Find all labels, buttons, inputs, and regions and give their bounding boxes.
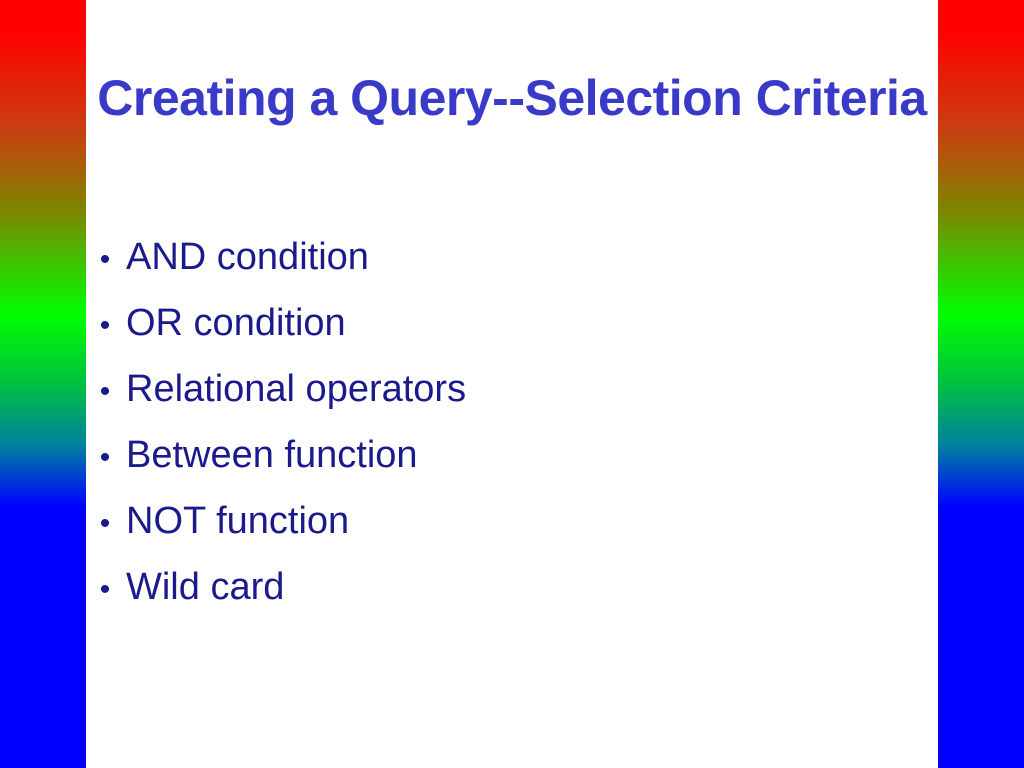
bullet-dot-icon: • — [99, 243, 111, 276]
bullet-dot-icon: • — [99, 309, 111, 342]
slide-title: Creating a Query--Selection Criteria — [97, 70, 927, 126]
bullet-item: • Relational operators — [84, 360, 924, 426]
bullet-item: • OR condition — [84, 294, 924, 360]
bullet-dot-icon: • — [99, 507, 111, 540]
bullet-list: • AND condition • OR condition • Relatio… — [84, 228, 924, 624]
right-gradient-bar — [938, 0, 1024, 768]
bullet-text: Wild card — [126, 566, 285, 608]
bullet-item: • Wild card — [84, 558, 924, 624]
bullet-text: OR condition — [126, 302, 346, 344]
bullet-text: AND condition — [126, 236, 369, 278]
bullet-dot-icon: • — [99, 375, 111, 408]
bullet-dot-icon: • — [99, 573, 111, 606]
bullet-text: Between function — [126, 434, 418, 476]
bullet-item: • Between function — [84, 426, 924, 492]
bullet-item: • AND condition — [84, 228, 924, 294]
bullet-text: Relational operators — [126, 368, 467, 410]
left-gradient-bar — [0, 0, 86, 768]
bullet-text: NOT function — [126, 500, 350, 542]
bullet-item: • NOT function — [84, 492, 924, 558]
bullet-dot-icon: • — [99, 441, 111, 474]
